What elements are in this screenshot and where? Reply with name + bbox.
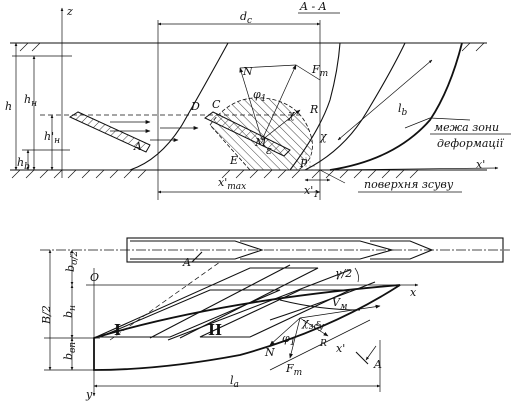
section-A-bottom-mark <box>355 351 369 365</box>
force-R-arrow <box>261 109 301 141</box>
section-A-bottom-label: A <box>373 358 382 371</box>
force-parallelogram <box>295 64 321 81</box>
plan-force-F-arrow <box>289 317 301 359</box>
dim-x1-label: x'1 <box>304 184 319 200</box>
beam-arrow-2 <box>240 240 395 260</box>
angle-gamma-arc <box>354 267 359 283</box>
dim-dc-label: dc <box>240 10 252 26</box>
beam-arrow-3 <box>370 240 434 260</box>
point-A: A <box>133 140 142 153</box>
plan-x-prime-axis <box>269 319 371 371</box>
x-prime-axis-label: x' <box>476 158 485 171</box>
plan-force-F-label: Fт <box>285 362 302 378</box>
point-P: P <box>299 157 308 170</box>
point-D: D <box>190 100 200 113</box>
dim-hb-label: hb <box>17 156 30 172</box>
angle-gamma-label: γ/2 <box>335 267 352 280</box>
section-label: A - A <box>299 0 327 13</box>
zone-callout-leader <box>404 117 431 129</box>
zone-label-line2: деформації <box>437 137 505 150</box>
y-axis-label: y <box>85 388 93 401</box>
segment-II <box>199 289 351 338</box>
angle-phi-label: φ1 <box>253 88 266 104</box>
shear-label: поверхня зсуву <box>364 178 454 191</box>
dim-bvp-label: bвп <box>62 342 78 360</box>
shear-dots <box>300 150 316 170</box>
blade-plan-outline <box>93 284 401 371</box>
angle-eps-label: ε <box>266 144 272 157</box>
deformation-zone <box>209 97 313 171</box>
x-prime-axis <box>319 166 499 171</box>
blade-left <box>68 111 151 153</box>
beam-arrow-1 <box>130 240 264 260</box>
plan-force-N-label: N <box>264 346 275 359</box>
shear-callout-leader <box>319 169 346 184</box>
dim-bn-label: bн <box>62 305 78 318</box>
dim-bo2-label: bo/2 <box>64 251 80 272</box>
force-F-label: Fт <box>311 63 328 79</box>
force-F-arrow <box>261 64 297 141</box>
dim-lb-label: lb <box>398 102 408 118</box>
velocity-label: Vм <box>332 296 347 312</box>
point-C: C <box>212 98 221 111</box>
point-E: E <box>229 154 238 167</box>
force-N-arrow <box>239 67 263 141</box>
plan-view: x y O B/2 bo/2 bн bвп la I II A <box>40 237 510 401</box>
dim-xmax-label: x'max <box>218 176 246 192</box>
section-A-top-mark <box>191 251 203 263</box>
plan-curve-1 <box>279 299 361 311</box>
blade-section-3 <box>167 269 351 341</box>
zone-I-label: I <box>114 321 121 339</box>
dim-h-label: h <box>5 100 12 113</box>
origin-label: O <box>90 271 99 284</box>
z-axis-label: z <box>66 5 73 18</box>
force-R-label: R <box>309 103 318 116</box>
section-view: z x' h hн h'н hb dc A - A <box>5 0 511 200</box>
dim-B2-label: B/2 <box>40 305 53 325</box>
dim-la-label: la <box>230 374 239 390</box>
velocity-vector <box>299 304 381 319</box>
curve-left <box>129 42 229 171</box>
section-A-bottom-arrow <box>365 345 377 361</box>
point-M: M <box>254 136 267 149</box>
curve-right <box>329 42 463 171</box>
dim-hn-label: hн <box>24 93 37 109</box>
plan-force-N-arrow <box>269 317 301 346</box>
force-triangle <box>239 64 297 69</box>
angle-chi-label: χзсу <box>301 316 325 332</box>
plan-angle-phi-label: φ1 <box>282 332 295 348</box>
blade-section-2 <box>149 264 291 339</box>
angle-chi-label-2: χ <box>319 130 328 143</box>
zone-II-label: II <box>208 321 222 339</box>
plan-force-R-arrow <box>299 317 329 337</box>
segment-I <box>99 289 281 338</box>
plan-x-prime-label: x' <box>336 342 345 355</box>
dim-lb <box>337 59 433 141</box>
ground-hatching <box>11 42 485 179</box>
plan-angle-eps-label: ε <box>316 319 321 329</box>
section-A-top-label: A <box>182 256 191 269</box>
dim-hn-prime-label: h'н <box>44 130 60 146</box>
blade-dashed <box>109 261 221 341</box>
angle-chi-label: χ <box>287 108 296 121</box>
force-N-label: N <box>242 65 253 78</box>
blade-section-1 <box>93 267 319 339</box>
plan-force-R-label: R <box>319 339 327 349</box>
x-axis-label: x <box>410 286 417 299</box>
zone-callout-line <box>429 117 471 121</box>
zone-label-line1: межа зони <box>434 121 499 134</box>
plan-curve-2 <box>269 281 376 321</box>
